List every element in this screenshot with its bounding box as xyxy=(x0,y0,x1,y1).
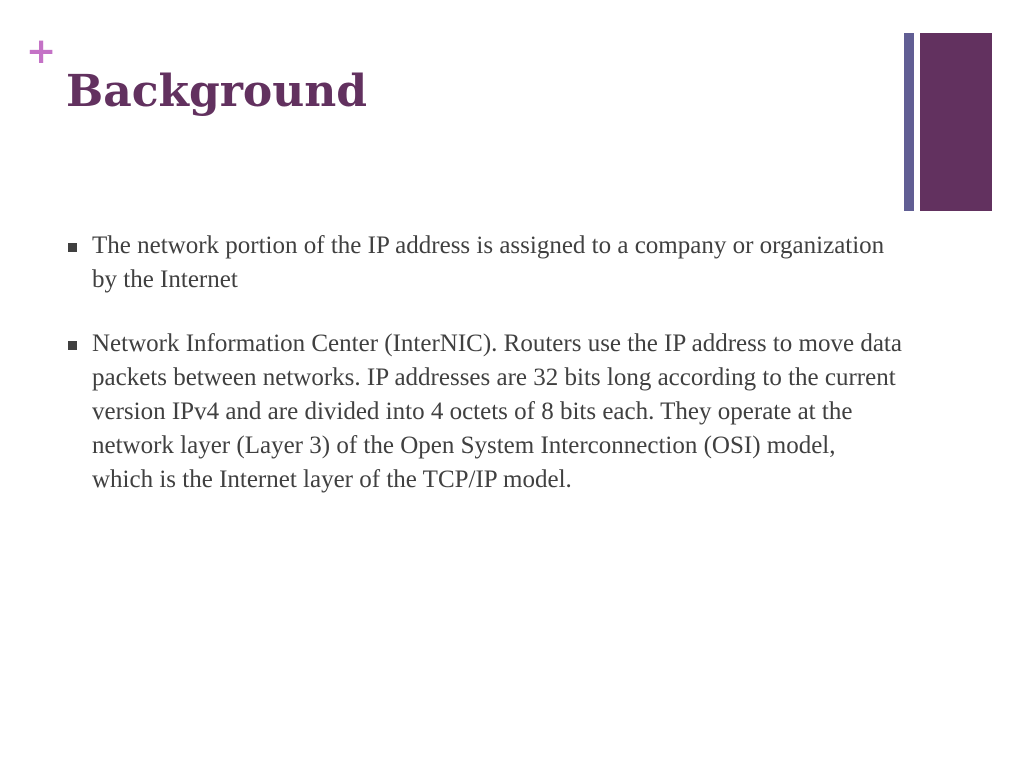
slide-title: Background xyxy=(66,66,368,117)
square-bullet-icon xyxy=(68,341,77,350)
bullet-text: Network Information Center (InterNIC). R… xyxy=(92,330,902,493)
bullet-list: The network portion of the IP address is… xyxy=(62,229,902,527)
bullet-text: The network portion of the IP address is… xyxy=(92,232,885,293)
bullet-item: The network portion of the IP address is… xyxy=(62,229,902,297)
accent-bar-thick xyxy=(920,33,992,211)
accent-bar-thin xyxy=(904,33,914,211)
bullet-item: Network Information Center (InterNIC). R… xyxy=(62,327,902,497)
square-bullet-icon xyxy=(68,243,77,252)
plus-icon: + xyxy=(26,31,57,72)
